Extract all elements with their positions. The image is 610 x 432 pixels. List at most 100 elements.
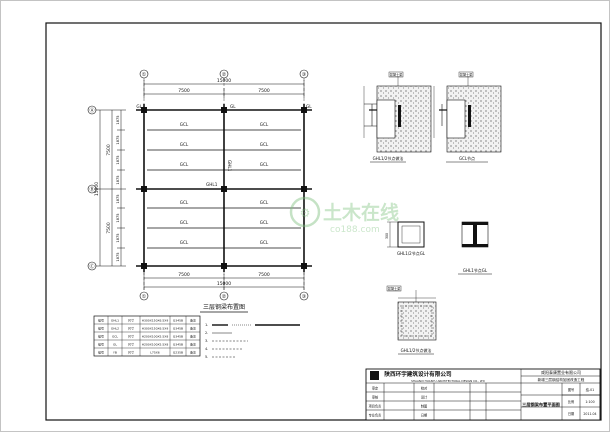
detail-4-label: GHL1节点GL xyxy=(463,267,488,273)
svg-text:日期: 日期 xyxy=(568,411,574,416)
axis-label-bottom-2: ② xyxy=(222,294,227,300)
beam-label-gl: GL xyxy=(306,104,312,109)
table-cell: 尺寸 xyxy=(128,349,134,354)
detail-3-label: GHL1/2节点GL xyxy=(397,250,426,256)
table-cell: GHL1 xyxy=(111,318,119,322)
svg-text:2011.04: 2011.04 xyxy=(583,412,596,416)
svg-text:1875: 1875 xyxy=(116,175,120,184)
dim-top-2: 7500 xyxy=(258,88,270,94)
svg-text:审核: 审核 xyxy=(372,395,379,400)
table-cell: 备注 xyxy=(190,341,196,346)
axis-label-left-2: Ⓑ xyxy=(89,186,94,193)
table-cell: 尺寸 xyxy=(128,317,134,322)
beam-label-gcl: GCL xyxy=(180,220,189,225)
tb-mid-rows: 校对 设计 制图 日期 xyxy=(421,386,428,418)
company-name: 陕西环宇建筑设计有限公司 xyxy=(384,370,452,378)
svg-text:项目负责: 项目负责 xyxy=(369,404,382,409)
svg-text:1875: 1875 xyxy=(116,233,120,242)
dim-left-2: 7500 xyxy=(106,222,112,234)
axis-label-left-1: Ⓐ xyxy=(89,107,94,114)
detail-1: 混凝土梁 GHL1/2节点做法 xyxy=(363,71,432,163)
dim-bottom-2: 7500 xyxy=(258,272,270,278)
axis-label-bottom-3: ③ xyxy=(302,294,306,300)
watermark-logo-icon xyxy=(289,196,321,228)
title-block: 陕西环宇建筑设计有限公司 SHAANXI HUANYU ARCHITECTURA… xyxy=(365,368,601,421)
company-name-en: SHAANXI HUANYU ARCHITECTURAL DESIGN CO.,… xyxy=(411,379,485,383)
beam-labels: GL GL GL GCL GCL GCL GCL GCL GCL GCL GCL… xyxy=(136,104,312,245)
table-cell: Q345B xyxy=(173,342,183,346)
columns xyxy=(141,107,307,269)
beam-label-gcl: GCL xyxy=(180,122,189,127)
dim-left-1: 7500 xyxy=(106,144,112,156)
detail-tag: 混凝土梁 xyxy=(390,72,404,77)
watermark-brand: 土木在线 xyxy=(323,201,399,224)
svg-text:图号: 图号 xyxy=(568,387,574,392)
note-item: 3. xyxy=(205,339,208,343)
table-cell: H300X150X6.5X9 xyxy=(142,326,169,330)
legend-notes: 1. 2. 3. 4. 5. xyxy=(205,323,300,359)
table-cell: 备注 xyxy=(190,349,196,354)
drawing-title: 三层钢梁布置平面图 xyxy=(522,401,560,408)
dim-top-1: 7500 xyxy=(178,88,190,94)
beam-label-gcl: GCL xyxy=(260,122,269,127)
tb-right-rows: 图号 比例 日期 结-01 1:100 2011.04 xyxy=(568,387,597,416)
beam-label-gcl: GCL xyxy=(260,240,269,245)
detail-5-label: GHL1/2节点做法 xyxy=(401,347,432,353)
detail-1-label: GHL1/2节点做法 xyxy=(373,155,404,161)
beam-label-gcl: GCL xyxy=(180,200,189,205)
beam-label-gcl: GCL xyxy=(180,162,189,167)
axis-label-top-1: ① xyxy=(142,72,147,78)
detail-4: GHL1节点GL xyxy=(458,221,492,275)
detail-tag: 混凝土梁 xyxy=(388,286,402,291)
drawing-frame xyxy=(45,22,602,421)
table-cell: H200X100X5.5X8 xyxy=(142,334,169,338)
company-logo-icon xyxy=(370,371,379,380)
beam-label-gcl: GCL xyxy=(260,142,269,147)
svg-text:1875: 1875 xyxy=(116,115,120,124)
beam-label-gcl: GCL xyxy=(180,142,189,147)
svg-text:1:100: 1:100 xyxy=(585,400,594,404)
beam-label-gcl: GCL xyxy=(180,240,189,245)
floor-plan: 7500 7500 15000 ① ② ③ ① ② ③ 7500 75 xyxy=(87,69,312,313)
svg-text:1875: 1875 xyxy=(116,213,120,222)
table-cell: H200X100X5.5X8 xyxy=(142,342,169,346)
beam-label-gl: GL xyxy=(230,104,236,109)
note-item: 2. xyxy=(205,331,208,335)
note-item: 5. xyxy=(205,355,208,359)
svg-text:1875: 1875 xyxy=(116,155,120,164)
beam-label-gcl: GCL xyxy=(260,162,269,167)
table-cell: 编号 xyxy=(98,349,104,354)
detail-5: 混凝土梁 GHL1/2节点做法 xyxy=(386,285,437,355)
note-item: 1. xyxy=(205,323,208,327)
svg-text:结-01: 结-01 xyxy=(586,387,594,392)
detail-dim: 300 xyxy=(385,233,389,239)
svg-text:设计: 设计 xyxy=(421,395,428,400)
axis-label-bottom-1: ① xyxy=(142,294,147,300)
beam-label-gcl: GCL xyxy=(260,200,269,205)
table-cell: H300X150X6.5X9 xyxy=(142,318,169,322)
svg-text:比例: 比例 xyxy=(568,399,574,404)
detail-2-label: GCL节点 xyxy=(459,155,475,161)
dimension-left xyxy=(96,109,126,267)
svg-text:校对: 校对 xyxy=(421,386,428,391)
table-cell: 编号 xyxy=(98,341,104,346)
svg-text:1875: 1875 xyxy=(116,135,120,144)
watermark: ⚙ 土木在线 co188.com xyxy=(289,196,399,235)
table-cell: Q345B xyxy=(173,334,183,338)
dim-bottom-1: 7500 xyxy=(178,272,190,278)
dim-left-total: 15000 xyxy=(94,182,100,196)
beam-label-gl: GL xyxy=(136,104,142,109)
table-cell: 编号 xyxy=(98,325,104,330)
axis-bubbles-bottom xyxy=(139,291,309,301)
table-cell: GHL2 xyxy=(111,326,119,330)
watermark-url: co188.com xyxy=(330,225,380,235)
table-cell: Q235B xyxy=(173,350,183,354)
svg-text:制图: 制图 xyxy=(421,404,427,409)
table-cell: GL xyxy=(113,342,117,346)
svg-text:⚙: ⚙ xyxy=(300,206,311,220)
beam-label-ghl-vertical: GHL1 xyxy=(227,160,232,172)
svg-text:1875: 1875 xyxy=(116,194,120,203)
table-cell: Q345B xyxy=(173,318,183,322)
plan-title: 三层钢梁布置图 xyxy=(203,303,245,311)
